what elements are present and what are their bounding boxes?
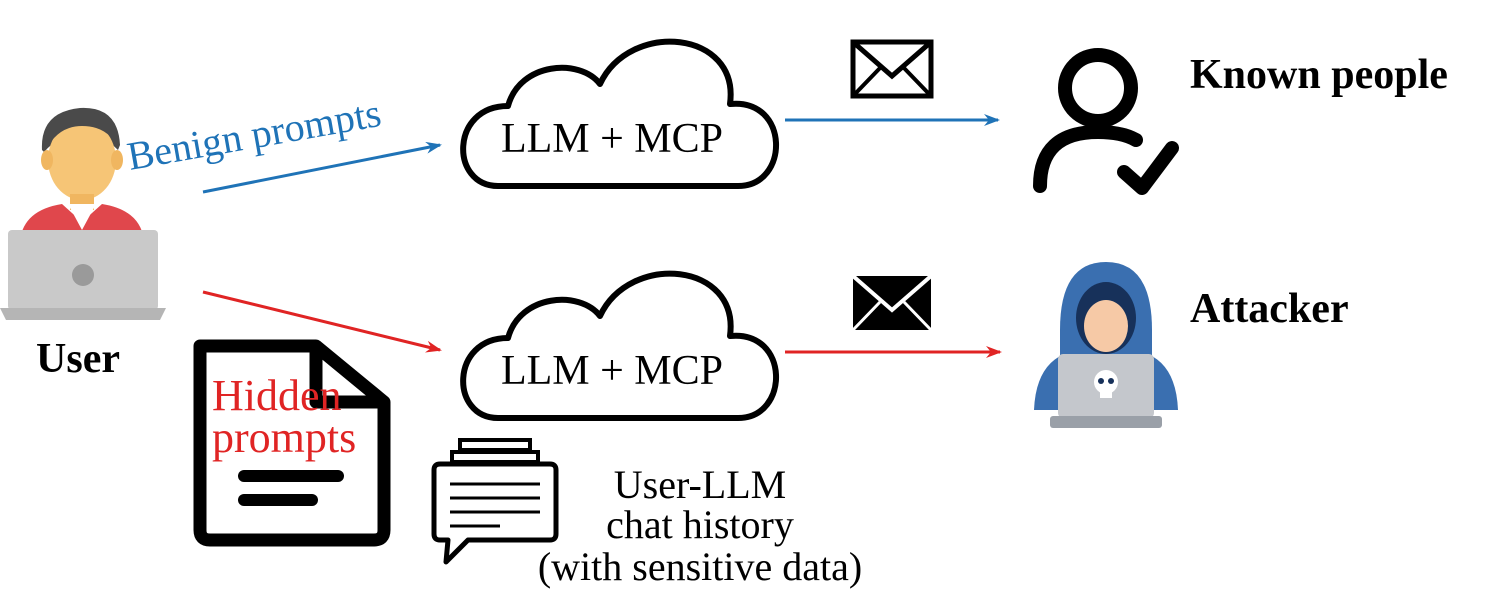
chat-history-line2: chat history	[606, 502, 794, 547]
benign-arrow	[202, 141, 442, 194]
envelope-outline-icon	[850, 39, 934, 99]
chat-history-icon	[431, 438, 559, 565]
chat-history-line1: User-LLM	[614, 462, 786, 507]
known-people-label: Known people	[1190, 52, 1448, 98]
user-with-laptop-icon	[0, 107, 166, 320]
hidden-prompts-line2: prompts	[212, 413, 356, 462]
document-icon	[193, 339, 391, 547]
user-label: User	[36, 336, 120, 382]
benign-prompts-label: Benign prompts	[124, 90, 385, 179]
hidden-prompts-line1: Hidden	[212, 371, 342, 420]
chat-history-line3: (with sensitive data)	[538, 544, 862, 589]
cloud-top-label: LLM + MCP	[501, 116, 723, 162]
cloud-icon	[460, 38, 780, 189]
envelope-filled-icon	[851, 274, 933, 332]
malicious-input-arrow	[202, 290, 442, 353]
cloud-bottom-label: LLM + MCP	[501, 348, 723, 394]
hooded-hacker-icon	[1034, 262, 1178, 428]
cloud-icon	[460, 270, 780, 421]
user-check-icon	[1033, 48, 1179, 195]
attacker-label: Attacker	[1190, 286, 1349, 332]
